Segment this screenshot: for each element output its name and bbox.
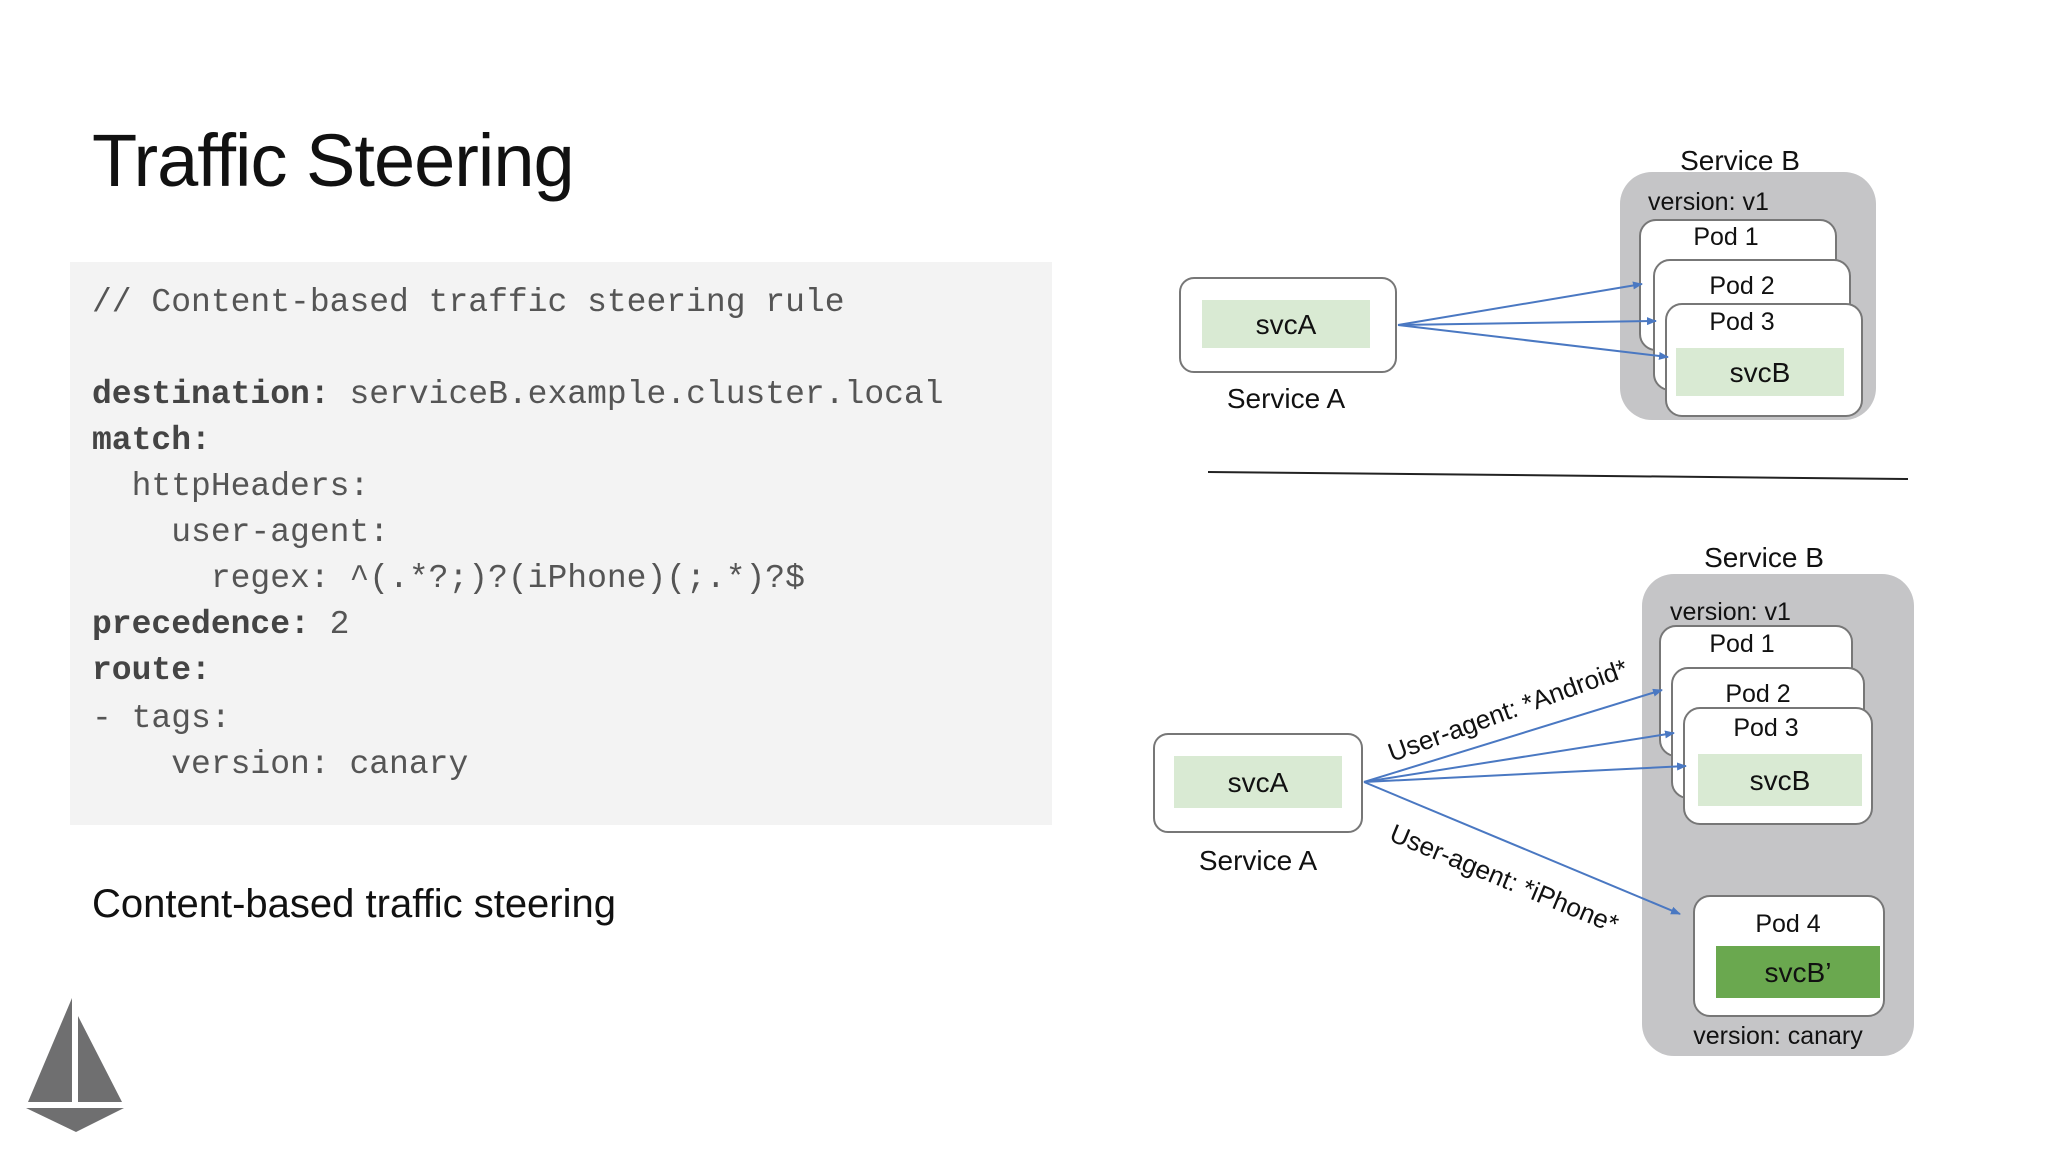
- code-route: route:: [92, 652, 211, 689]
- code-destination-key: destination:: [92, 376, 330, 413]
- bottom-pod3-label: Pod 3: [1733, 714, 1798, 742]
- code-match: match:: [92, 422, 211, 459]
- top-svc-b-label: svcB: [1730, 357, 1791, 388]
- code-http-headers: httpHeaders:: [92, 468, 370, 505]
- top-service-a-label: Service A: [1227, 383, 1346, 414]
- code-comment: // Content-based traffic steering rule: [92, 284, 845, 321]
- code-destination-value: serviceB.example.cluster.local: [329, 376, 944, 413]
- bottom-svc-a-label: svcA: [1228, 767, 1289, 798]
- code-precedence: precedence: 2: [92, 606, 349, 643]
- bottom-pod2-label: Pod 2: [1725, 680, 1790, 708]
- top-pod1-label: Pod 1: [1693, 223, 1758, 251]
- slide-title: Traffic Steering: [92, 119, 575, 202]
- sail-logo-icon: [26, 998, 124, 1132]
- top-svc-b-box: [1676, 348, 1844, 396]
- top-arrow-pod2: [1397, 317, 1657, 326]
- bottom-version-canary-label: version: canary: [1693, 1022, 1863, 1050]
- bottom-service-a-label: Service A: [1199, 845, 1318, 876]
- top-version-label: version: v1: [1648, 188, 1769, 216]
- bottom-arrow-pod1: [1363, 688, 1663, 783]
- bottom-arrow-pod4: [1363, 781, 1681, 915]
- bottom-arrow-pod3: [1363, 762, 1687, 783]
- code-match-key: match:: [92, 422, 211, 459]
- bottom-service-b-label: Service B: [1704, 542, 1824, 573]
- code-user-agent: user-agent:: [92, 514, 390, 551]
- code-panel: // Content-based traffic steering rule d…: [70, 262, 1052, 825]
- bottom-svc-a-box: [1174, 756, 1342, 808]
- top-pod3-label: Pod 3: [1709, 308, 1774, 336]
- code-version: version: canary: [92, 746, 469, 783]
- slide-caption: Content-based traffic steering: [92, 882, 617, 926]
- bottom-version-v1-label: version: v1: [1670, 598, 1791, 626]
- bottom-pod1-label: Pod 1: [1709, 630, 1774, 658]
- bottom-svc-b-box: [1698, 754, 1862, 806]
- bottom-pod4-label: Pod 4: [1755, 910, 1820, 938]
- bottom-diagram: Service B version: v1 Pod 1 Pod 2 Pod 3 …: [1153, 542, 1914, 1056]
- bottom-svc-b-prime-box: [1716, 946, 1880, 998]
- section-divider: [1207, 471, 1909, 480]
- top-svc-a-label: svcA: [1256, 309, 1317, 340]
- top-arrow-pod3: [1397, 324, 1669, 360]
- bottom-svc-b-label: svcB: [1750, 765, 1811, 796]
- code-precedence-value: 2: [309, 606, 350, 643]
- bottom-arrow-pod2: [1363, 730, 1675, 783]
- code-precedence-key: precedence:: [92, 606, 310, 643]
- code-regex: regex: ^(.*?;)?(iPhone)(;.*)?$: [92, 560, 805, 597]
- top-pod2-label: Pod 2: [1709, 272, 1774, 300]
- code-destination: destination: serviceB.example.cluster.lo…: [92, 376, 944, 413]
- iphone-arrow-label: User-agent: *iPhone*: [1386, 818, 1623, 939]
- top-diagram: Service B version: v1 Pod 1 Pod 2 Pod 3 …: [1179, 145, 1876, 420]
- top-svc-a-box: [1202, 300, 1370, 348]
- code-route-key: route:: [92, 652, 211, 689]
- top-arrow-pod1: [1397, 281, 1643, 326]
- top-service-b-label: Service B: [1680, 145, 1800, 176]
- code-tags: - tags:: [92, 700, 231, 737]
- bottom-svc-b-prime-label: svcB’: [1765, 957, 1832, 988]
